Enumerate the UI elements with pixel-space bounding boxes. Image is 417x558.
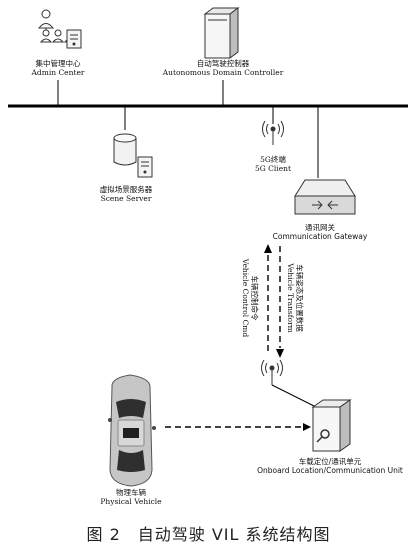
transform-arrow: [276, 246, 284, 358]
control-cmd-arrow: [264, 244, 272, 352]
control-cmd-label-zh: 车辆控制命令: [250, 275, 259, 321]
scene-server-label-en: Scene Server: [100, 194, 152, 203]
antenna-5g-icon: [262, 120, 284, 145]
vehicle-label-zh: 物理车辆: [116, 488, 146, 497]
controller-label-en: Autonomous Domain Controller: [162, 68, 284, 77]
controller-label: 自动驾驶控制器 Autonomous Domain Controller: [148, 59, 298, 77]
admin-center-label-zh: 集中管理中心: [35, 59, 81, 68]
control-cmd-label: 车辆控制命令 Vehicle Control Cmd: [241, 248, 259, 348]
onboard-unit-label-en: Onboard Location/Communication Unit: [257, 466, 403, 475]
vehicle-label: 物理车辆 Physical Vehicle: [91, 488, 171, 506]
admin-center-label: 集中管理中心 Admin Center: [16, 59, 100, 77]
control-cmd-label-en: Vehicle Control Cmd: [241, 258, 250, 338]
figure-caption: 图 2 自动驾驶 VIL 系统结构图: [86, 525, 331, 544]
transform-label-zh: 车辆姿态及位置数据: [295, 264, 304, 332]
gateway-router-icon: [294, 179, 356, 215]
client-5g-label-zh: 5G终端: [260, 155, 286, 164]
antenna-to-unit-link: [271, 384, 319, 409]
onboard-unit-label: 车载定位/通讯单元 Onboard Location/Communication…: [246, 457, 414, 475]
antenna-vehicle-icon: [261, 359, 283, 385]
gateway-label: 通讯网关 Communication Gateway: [265, 223, 375, 241]
gateway-label-zh: 通讯网关: [305, 223, 335, 232]
vehicle-label-en: Physical Vehicle: [100, 497, 162, 506]
client-5g-label-en: 5G Client: [255, 164, 291, 173]
server-monitor-icon: [137, 156, 153, 178]
client-5g-label: 5G终端 5G Client: [238, 155, 308, 173]
transform-label: 车辆姿态及位置数据 Vehicle Transform: [286, 248, 304, 348]
onboard-unit-icon: [311, 399, 352, 452]
database-icon: [113, 133, 137, 166]
transform-label-en: Vehicle Transform: [286, 263, 295, 333]
admin-center-label-en: Admin Center: [31, 68, 85, 77]
car-icon: [108, 374, 156, 487]
scene-server-label-zh: 虚拟场景服务器: [99, 185, 153, 194]
admin-monitor-icon: [66, 29, 82, 49]
onboard-unit-label-zh: 车载定位/通讯单元: [298, 457, 362, 466]
controller-tower-icon: [203, 7, 240, 59]
controller-label-zh: 自动驾驶控制器: [196, 59, 250, 68]
scene-server-label: 虚拟场景服务器 Scene Server: [84, 185, 168, 203]
car-to-unit-arrow: [165, 423, 311, 431]
gateway-label-en: Communication Gateway: [272, 232, 368, 241]
